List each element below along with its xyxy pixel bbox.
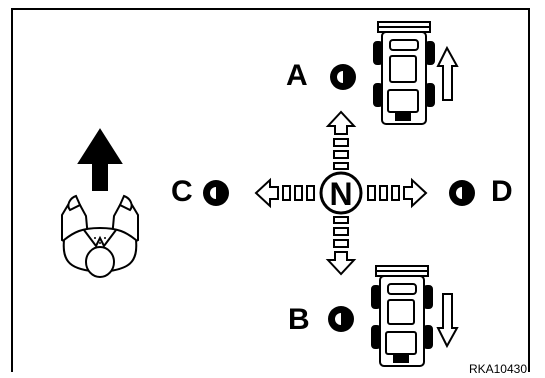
- position-marker-a: [330, 64, 356, 90]
- position-marker-d: [449, 180, 475, 206]
- position-marker-c: [203, 180, 229, 206]
- position-label-d: D: [491, 175, 513, 208]
- forward-travel-arrow: [436, 45, 459, 101]
- position-label-b: B: [288, 303, 310, 336]
- operator-figure: [61, 128, 139, 278]
- down-direction-arrow: [325, 216, 357, 276]
- right-direction-arrow: [367, 177, 428, 209]
- up-direction-arrow: [325, 110, 357, 170]
- position-label-c: C: [171, 175, 193, 208]
- left-direction-arrow: [254, 177, 315, 209]
- forward-arrow: [77, 128, 123, 191]
- diagram-frame: [11, 8, 530, 372]
- reverse-travel-arrow: [436, 293, 459, 349]
- position-marker-b: [328, 306, 354, 332]
- figure-code: RKA10430: [468, 362, 527, 376]
- machine-forward-illustration: [373, 21, 435, 125]
- neutral-label: N: [329, 176, 352, 212]
- position-label-a: A: [286, 59, 308, 92]
- neutral-circle: [319, 171, 363, 215]
- machine-reverse-illustration: [371, 265, 433, 367]
